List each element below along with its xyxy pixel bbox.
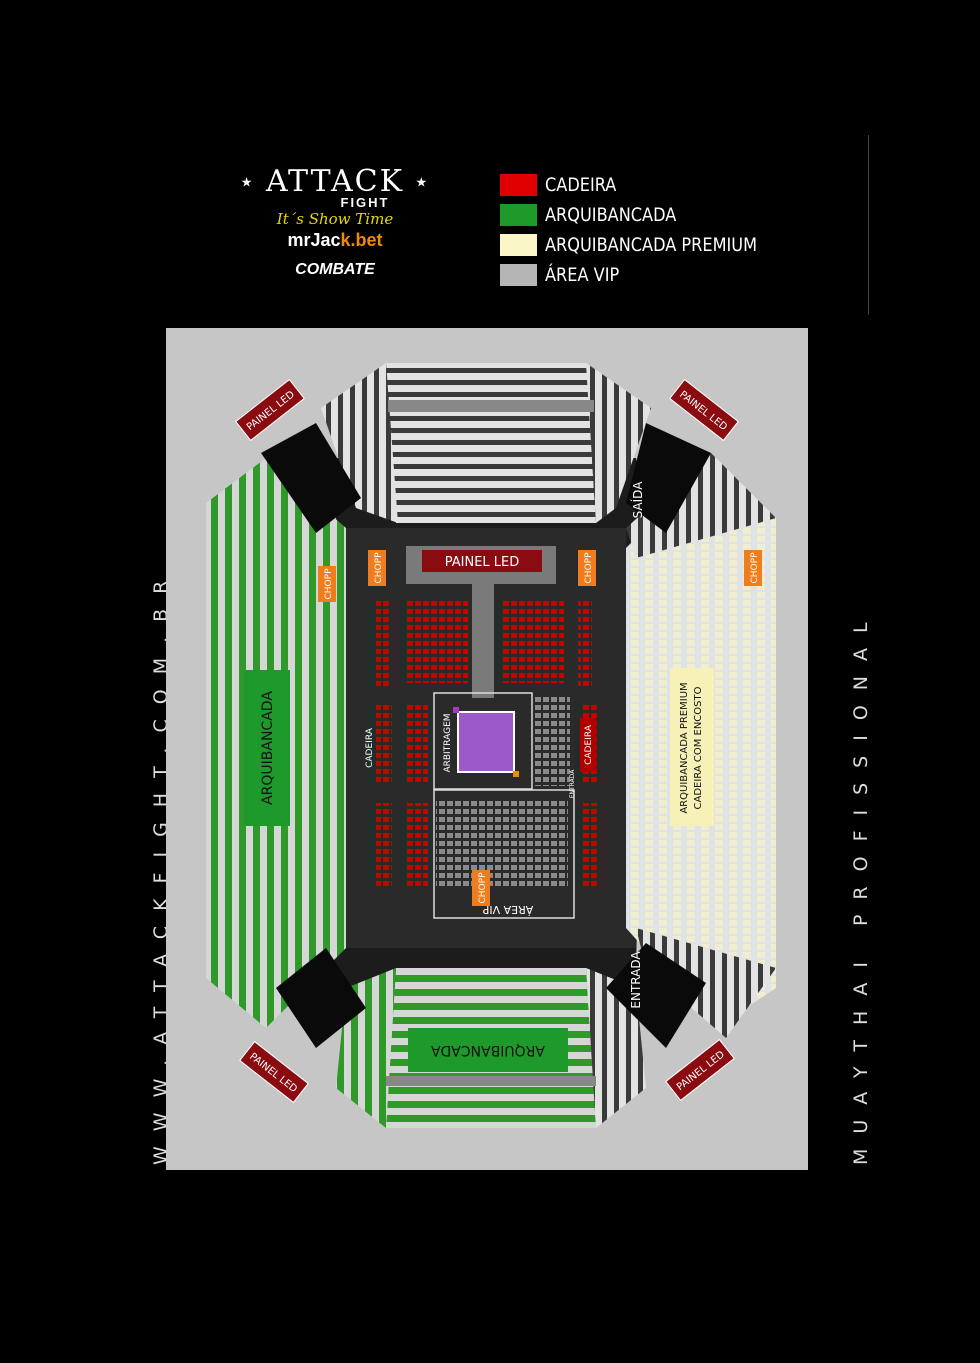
legend-item-arquibancada: ARQUIBANCADA bbox=[500, 200, 800, 230]
top-left-stand bbox=[321, 363, 398, 523]
legend-swatch bbox=[500, 174, 537, 196]
painel-led-bottom-right: PAINEL LED bbox=[665, 1038, 735, 1102]
entrada-label: ENTRADA bbox=[629, 951, 643, 1009]
painel-led-top-screen bbox=[422, 550, 542, 572]
vip-block-right bbox=[534, 696, 570, 786]
arquibancada-left-tag bbox=[244, 670, 290, 826]
cadeira-block-top-left-2 bbox=[406, 598, 468, 683]
cadeira-block-mid-left-1 bbox=[376, 703, 392, 783]
chopp-label: CHOPP bbox=[584, 552, 594, 584]
arquibancada-bottom-tag bbox=[408, 1028, 568, 1072]
logo-brand: ★ ATTACK ★ bbox=[240, 164, 430, 199]
cadeira-block-low-left-1 bbox=[376, 803, 392, 888]
premium-label-line1: ARQUIBANCADA PREMIUM bbox=[679, 682, 690, 813]
divider-line bbox=[868, 135, 869, 315]
entrada-small-label: ENTRADA bbox=[569, 769, 576, 798]
partner-logo: COMBATE bbox=[295, 261, 375, 278]
cadeira-block-top-left-1 bbox=[376, 598, 390, 688]
legend-item-vip: ÁREA VIP bbox=[500, 260, 800, 290]
ring-corner-red bbox=[453, 707, 459, 713]
cadeira-block-top-right-1 bbox=[502, 598, 564, 683]
painel-led-top-left: PAINEL LED bbox=[235, 378, 305, 442]
legend-label: ÁREA VIP bbox=[545, 264, 620, 286]
legend-label: ARQUIBANCADA bbox=[545, 204, 677, 226]
attack-fight-logo: ★ ATTACK ★ FIGHT It´s Show Time mrJack.b… bbox=[240, 160, 430, 300]
legend-swatch bbox=[500, 204, 537, 226]
saida-label: SAÍDA bbox=[630, 481, 645, 519]
tunnel-top-right bbox=[626, 423, 711, 533]
chopp-tag bbox=[318, 566, 336, 602]
runway bbox=[472, 583, 494, 698]
cadeira-block-mid-left-2 bbox=[406, 703, 428, 783]
tunnel-top-left bbox=[261, 423, 361, 533]
arquibancada-bottom-label: ARQUIBANCADA bbox=[431, 1042, 545, 1058]
ring-corner-orange bbox=[513, 771, 519, 777]
chopp-tag bbox=[472, 870, 490, 906]
vip-border bbox=[433, 789, 575, 919]
truss-bottom bbox=[386, 1076, 596, 1086]
venue-map-svg: PAINEL LED ARBITRAGEM CADEIRA CADEIRA EN… bbox=[206, 363, 776, 1128]
sponsor-accent: k.bet bbox=[340, 230, 383, 250]
legend-swatch bbox=[500, 234, 537, 256]
area-vip-label: ÁREA VIP bbox=[482, 903, 533, 916]
star-icon: ★ bbox=[240, 175, 255, 191]
cadeira-right-label: CADEIRA bbox=[584, 724, 594, 765]
cadeira-left-label: CADEIRA bbox=[365, 727, 375, 768]
ring bbox=[457, 711, 515, 773]
legend-item-cadeira: CADEIRA bbox=[500, 170, 800, 200]
truss-top bbox=[388, 400, 594, 412]
legend-item-premium: ARQUIBANCADA PREMIUM bbox=[500, 230, 800, 260]
chopp-label: CHOPP bbox=[374, 552, 384, 584]
cadeira-block-low-right bbox=[581, 803, 597, 888]
legend-swatch bbox=[500, 264, 537, 286]
tunnel-bottom-right bbox=[606, 943, 706, 1048]
chopp-tag bbox=[368, 550, 386, 586]
chopp-tag bbox=[578, 550, 596, 586]
arbitragem-zone bbox=[433, 692, 533, 790]
premium-tag bbox=[670, 668, 714, 826]
venue-map: PAINEL LED ARBITRAGEM CADEIRA CADEIRA EN… bbox=[166, 328, 808, 1170]
sponsor-logo: mrJack.bet bbox=[240, 230, 430, 251]
chopp-label: CHOPP bbox=[324, 568, 334, 600]
painel-led-bottom-left: PAINEL LED bbox=[239, 1040, 309, 1104]
chopp-tag bbox=[744, 550, 762, 586]
legend-label: CADEIRA bbox=[545, 174, 617, 196]
painel-led-top-label: PAINEL LED bbox=[445, 555, 520, 570]
cadeira-right-tag bbox=[580, 718, 596, 772]
logo-tagline: It´s Show Time bbox=[276, 210, 394, 228]
legend-label: ARQUIBANCADA PREMIUM bbox=[545, 234, 758, 256]
logo-brand-text: ATTACK bbox=[266, 164, 404, 199]
vip-block-main bbox=[436, 800, 568, 888]
arbitragem-label: ARBITRAGEM bbox=[443, 713, 453, 772]
arquibancada-left-label: ARQUIBANCADA bbox=[260, 691, 276, 805]
premium-label-line2: CADEIRA COM ENCOSTO bbox=[693, 686, 704, 809]
chopp-label: CHOPP bbox=[478, 872, 488, 904]
right-upper-grey bbox=[626, 453, 776, 558]
painel-led-top-right: PAINEL LED bbox=[669, 378, 739, 442]
star-icon: ★ bbox=[415, 175, 430, 191]
logo-fight: FIGHT bbox=[340, 195, 390, 210]
sponsor-main: mrJac bbox=[287, 230, 341, 250]
top-right-stand bbox=[586, 363, 651, 523]
chopp-label: CHOPP bbox=[750, 552, 760, 584]
cadeira-block-low-left-2 bbox=[406, 803, 428, 888]
tagline-side-text: MUAYTHAI PROFISSIONAL bbox=[850, 607, 872, 1165]
cadeira-block-top-right-2 bbox=[578, 598, 592, 688]
tunnel-bottom-left bbox=[276, 948, 366, 1048]
top-stand bbox=[386, 363, 596, 523]
legend: CADEIRA ARQUIBANCADA ARQUIBANCADA PREMIU… bbox=[500, 170, 800, 290]
